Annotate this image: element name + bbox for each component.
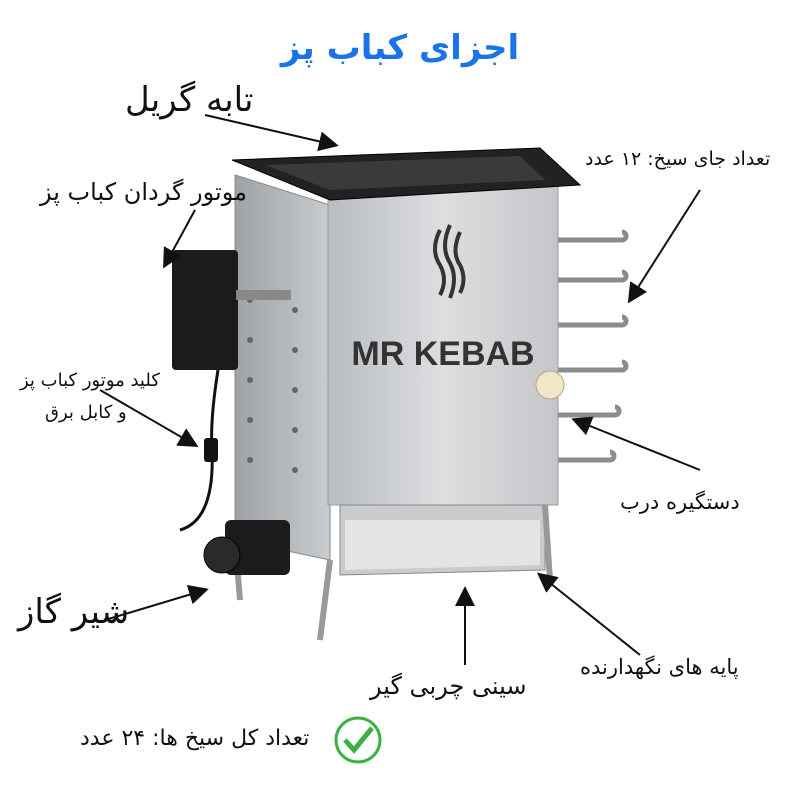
- label-switch-line2: و کابل برق: [45, 402, 127, 423]
- door-handle: [535, 370, 565, 400]
- brand-logo: MR KEBAB: [351, 335, 534, 373]
- front-panel: [327, 184, 559, 506]
- label-switch-line1: کلید موتور کباب پز: [20, 370, 160, 391]
- power-switch: [204, 438, 218, 462]
- label-legs: پایه های نگهدارنده: [580, 655, 739, 679]
- gas-valve: [225, 520, 290, 575]
- skewers: [555, 229, 629, 463]
- side-panel: [234, 174, 331, 561]
- label-door-handle: دستگیره درب: [620, 490, 740, 514]
- label-total-skewers: تعداد کل سیخ ها: ۲۴ عدد: [80, 726, 310, 751]
- label-gas-valve: شیر گاز: [18, 592, 130, 632]
- motor-box: [172, 250, 238, 370]
- page-title: اجزای کباب پز: [280, 28, 520, 68]
- label-drip-tray: سینی چربی گیر: [370, 672, 527, 700]
- flame-logo-icon: [433, 224, 466, 299]
- label-skewer-slots: تعداد جای سیخ: ۱۲ عدد: [585, 148, 771, 170]
- label-motor: موتور گردان کباب پز: [40, 178, 247, 206]
- check-icon: [334, 716, 382, 764]
- label-grill-pan: تابه گریل: [125, 80, 254, 120]
